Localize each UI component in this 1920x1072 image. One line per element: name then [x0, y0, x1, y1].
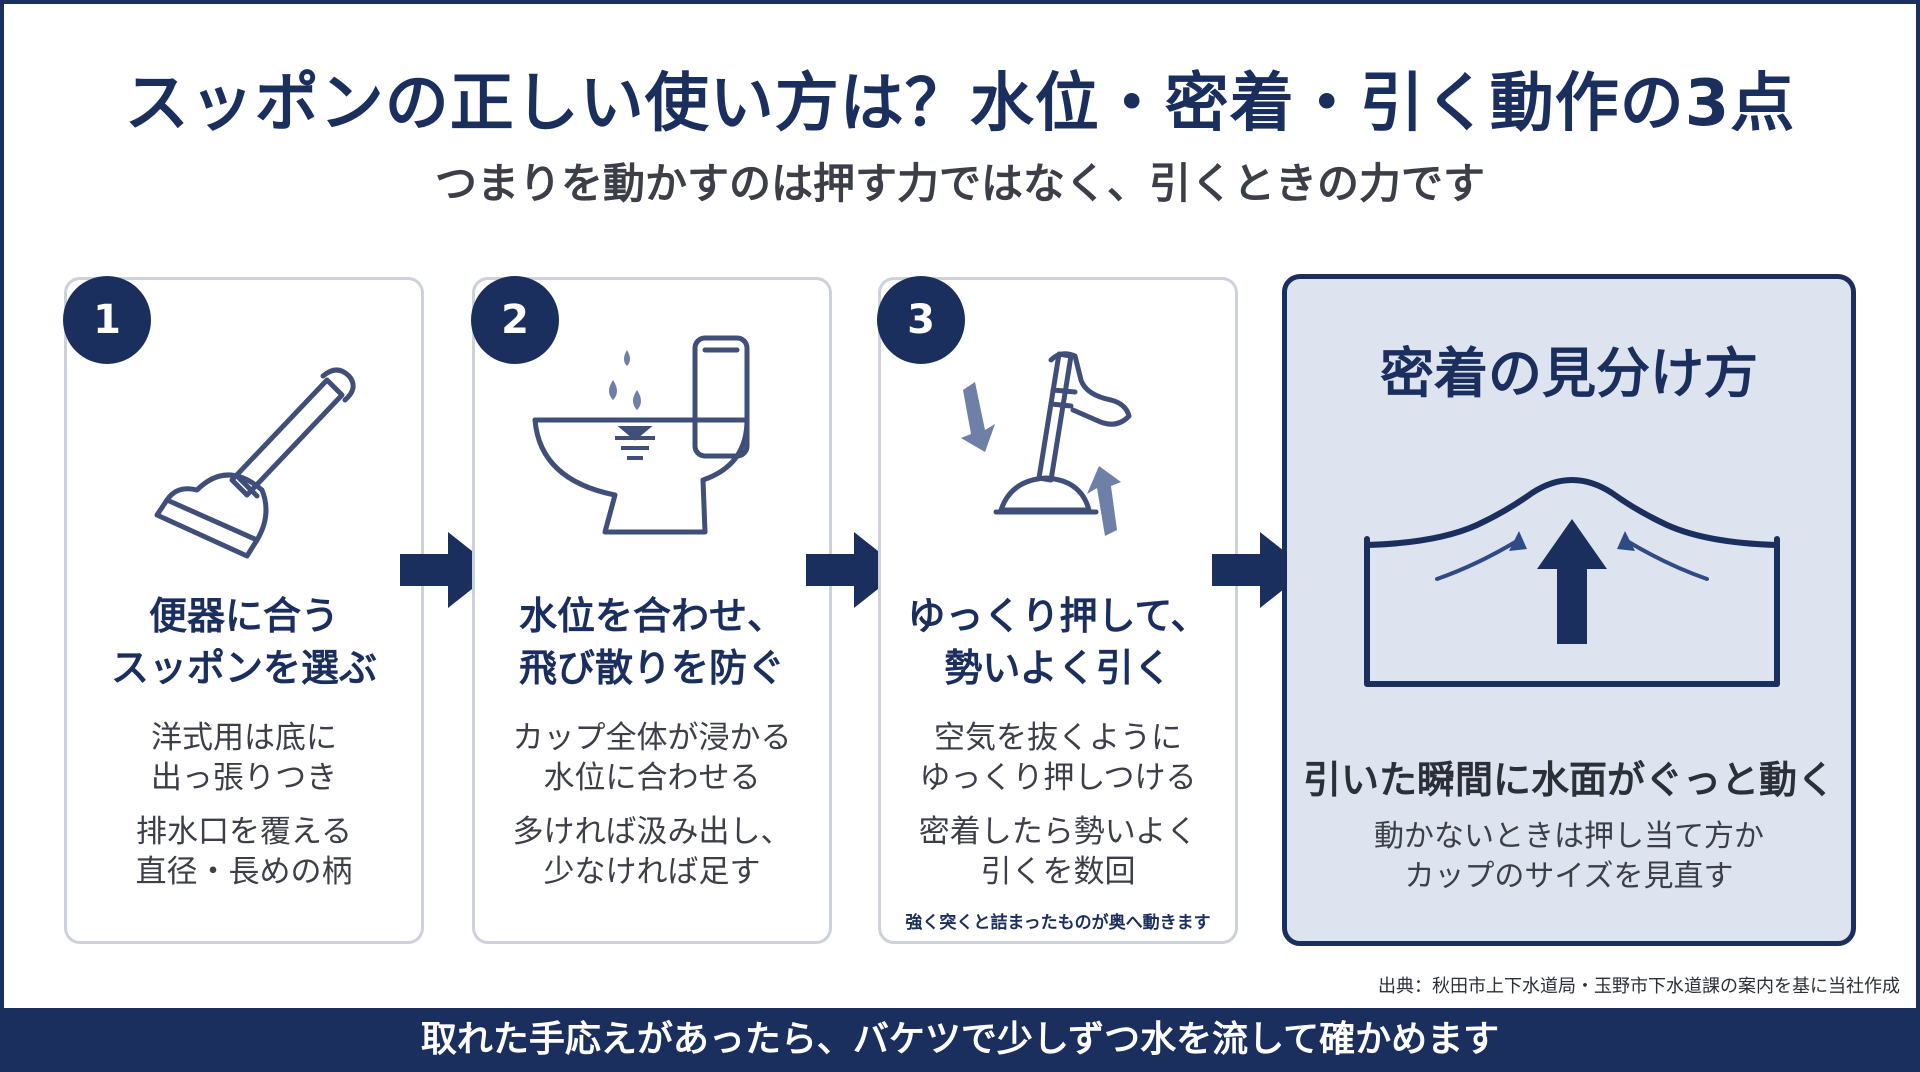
panel-text: 動かないときは押し当て方か: [1374, 819, 1764, 854]
panel-body: 動かないときは押し当て方か カップのサイズを見直す: [1287, 817, 1851, 897]
step-card-2: 2 水位を合わせ、 飛び散りを防ぐ カップ全体が浸かる水位に合わせる 多ければ汲…: [471, 276, 832, 944]
step-text: 排水口を覆える: [135, 814, 353, 850]
step-heading-line: 飛び散りを防ぐ: [518, 646, 785, 690]
page-title: スッポンの正しい使い方は？水位・密着・引く動作の3点: [124, 67, 1796, 141]
footer-banner: 取れた手応えがあったら、バケツで少しずつ水を流して確かめます: [420, 1019, 1500, 1060]
water-surface-rise-icon: [1364, 477, 1780, 687]
step-heading-line: 便器に合う: [148, 594, 339, 638]
step-note: 強く突くと詰まったものが奥へ動きます: [905, 913, 1211, 933]
source-credit: 出典：秋田市上下水道局・玉野市下水道課の案内を基に当社作成: [1378, 976, 1900, 997]
step-text: 多ければ汲み出し、: [512, 814, 792, 850]
panel-title: 密着の見分け方: [1380, 342, 1758, 405]
step-text: 少なければ足す: [543, 854, 761, 890]
hand-plunger-icon: [961, 351, 1132, 536]
step-number-badge: 3: [877, 276, 965, 364]
panel-text: カップのサイズを見直す: [1404, 859, 1734, 894]
page-subtitle: つまりを動かすのは押す力ではなく、引くときの力です: [434, 159, 1485, 208]
step-text: 密着したら勢いよく: [918, 814, 1198, 850]
step-card-3: 3 ゆっくり押して、 勢いよく引く 空気を抜くようにゆっくり押しつける 密着した…: [877, 276, 1238, 944]
step-heading: 水位を合わせ、 飛び散りを防ぐ: [475, 590, 829, 694]
step-heading-line: スッポンを選ぶ: [110, 646, 377, 690]
panel-heading: 引いた瞬間に水面がぐっと動く: [1302, 758, 1835, 802]
step-text: 引くを数回: [980, 854, 1136, 890]
step-text: カップ全体が浸かる: [512, 720, 792, 756]
step-text: ゆっくり押しつける: [919, 760, 1197, 796]
step-body: 空気を抜くようにゆっくり押しつける 密着したら勢いよく引くを数回: [881, 718, 1235, 906]
step-number-badge: 1: [63, 276, 151, 364]
step-text: 水位に合わせる: [543, 760, 761, 796]
step-text: 空気を抜くように: [934, 720, 1182, 756]
step-body: 洋式用は底に出っ張りつき 排水口を覆える直径・長めの柄: [67, 718, 421, 906]
step-heading-line: ゆっくり押して、: [907, 594, 1209, 638]
step-heading-line: 勢いよく引く: [944, 646, 1172, 690]
step-card-1: 1 便器に合う スッポンを選ぶ 洋式用は底に出っ張りつき 排水口を覆える直径・長…: [63, 276, 424, 944]
step-text: 直径・長めの柄: [135, 854, 353, 890]
plunger-icon: [154, 367, 356, 559]
step-number-badge: 2: [471, 276, 559, 364]
step-heading: ゆっくり押して、 勢いよく引く: [881, 590, 1235, 694]
step-heading: 便器に合う スッポンを選ぶ: [67, 590, 421, 694]
step-heading-line: 水位を合わせ、: [518, 594, 785, 638]
toilet-water-level-icon: [532, 335, 750, 535]
step-body: カップ全体が浸かる水位に合わせる 多ければ汲み出し、少なければ足す: [475, 718, 829, 906]
seal-check-panel: 密着の見分け方 引いた瞬間に水面がぐっと動く 動かないときは押し当て方か カップ…: [1282, 274, 1856, 946]
step-text: 出っ張りつき: [150, 760, 338, 796]
step-text: 洋式用は底に: [151, 720, 337, 756]
